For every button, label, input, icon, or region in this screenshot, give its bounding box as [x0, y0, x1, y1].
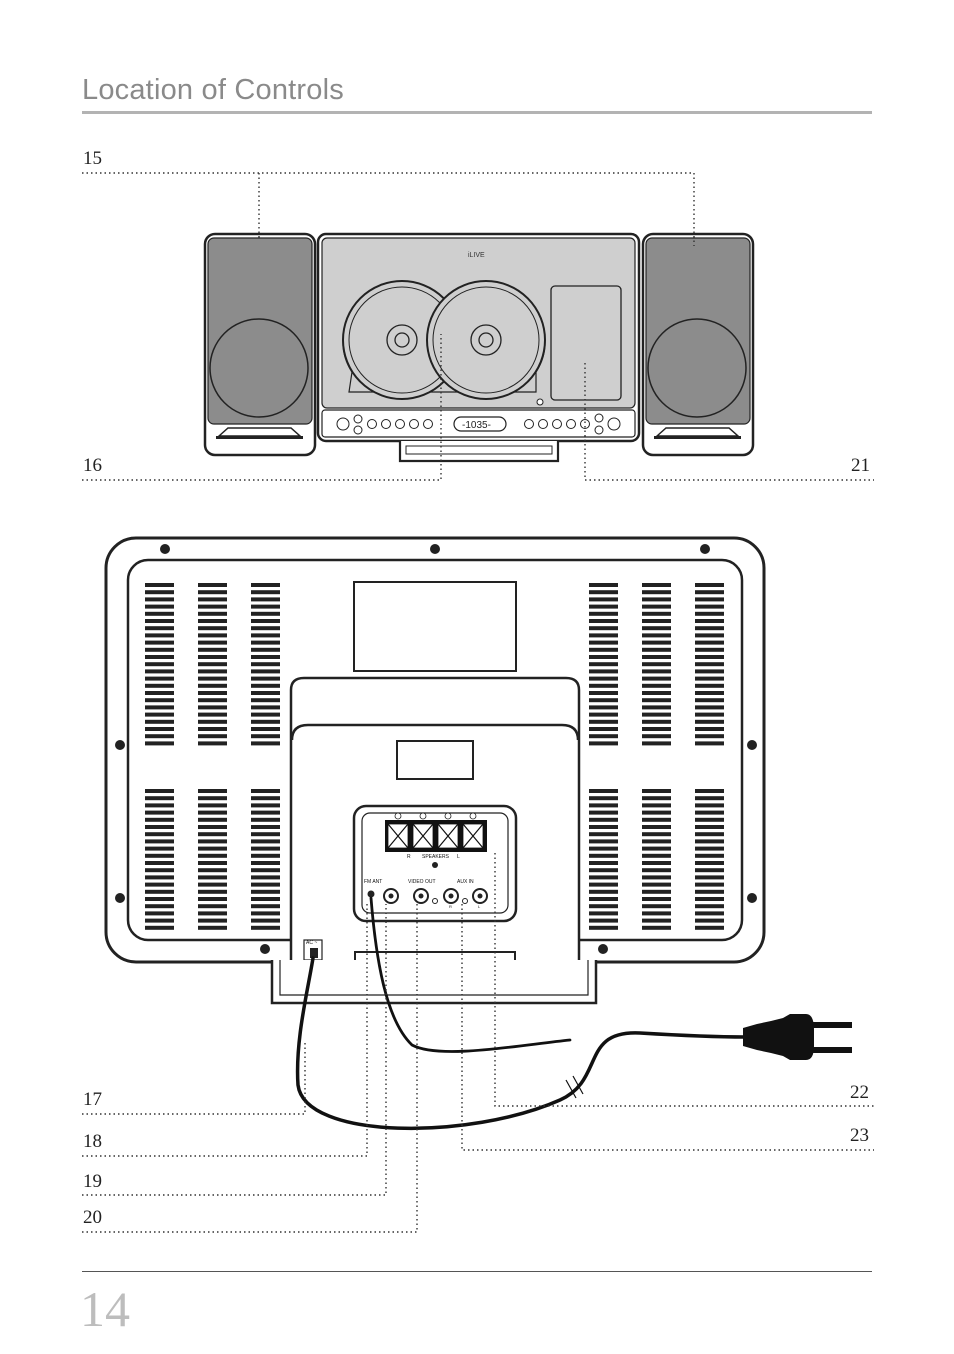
callout-18: 18: [83, 1131, 102, 1152]
callout-22: 22: [850, 1082, 869, 1103]
page-number: 14: [80, 1281, 130, 1337]
front-leaders: [82, 172, 874, 481]
footer-rule: [82, 1271, 872, 1272]
video-out-label: VIDEO OUT: [408, 879, 436, 885]
aux-in-label: AUX IN: [457, 879, 474, 885]
power-plug: [743, 1014, 852, 1060]
front-display: -1035-: [462, 420, 491, 431]
callout-16: 16: [83, 455, 102, 476]
speakers-label: SPEAKERS: [422, 854, 450, 860]
left-speaker: [203, 232, 317, 457]
callout-23: 23: [850, 1125, 869, 1146]
brand-logo: iLIVE: [468, 252, 485, 259]
callout-17: 17: [83, 1089, 102, 1110]
ac-label: AC ~: [306, 940, 317, 946]
front-view: iLIVE -1035-: [82, 172, 874, 481]
callout-15: 15: [83, 148, 102, 169]
callout-19: 19: [83, 1171, 102, 1192]
aux-l-label: L: [478, 904, 481, 909]
title-rule: [82, 111, 872, 114]
callout-20: 20: [83, 1207, 102, 1228]
fm-ant-label: FM ANT: [364, 879, 382, 885]
aux-r-label: R: [449, 904, 452, 909]
back-leaders: [82, 853, 874, 1233]
speaker-r-label: R: [407, 854, 411, 860]
main-unit: iLIVE -1035-: [316, 232, 641, 463]
page-title: Location of Controls: [82, 74, 344, 106]
right-speaker: [641, 232, 755, 457]
back-view: R SPEAKERS L FM ANT VIDEO OUT AUX IN R L…: [82, 536, 874, 1233]
speaker-l-label: L: [457, 854, 460, 860]
callout-21: 21: [851, 455, 870, 476]
